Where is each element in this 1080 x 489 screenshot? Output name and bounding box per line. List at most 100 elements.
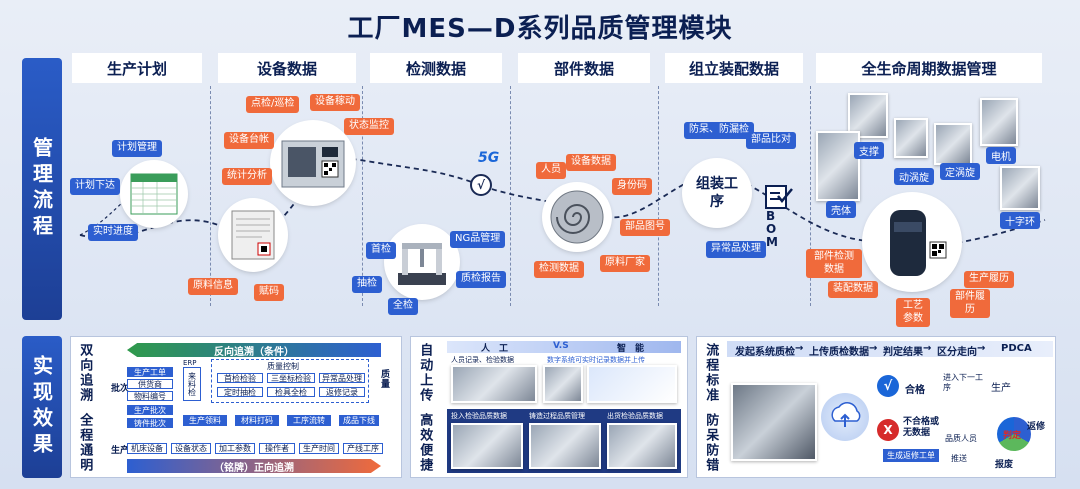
- photo-manual-record: [451, 365, 537, 403]
- tag-statistics: 统计分析: [222, 168, 272, 185]
- equipment-machine-image: [272, 122, 354, 204]
- label-scrap: 报废: [995, 460, 1014, 470]
- tag-equipment-ledger: 设备台帐: [224, 132, 274, 149]
- label-pass: 合格: [905, 385, 925, 396]
- col-divider: [210, 86, 211, 306]
- flow-step-pdca: PDCA: [1001, 343, 1032, 354]
- tag-ng-management: NG品管理: [450, 231, 506, 248]
- bottom-prod-time: 生产时间: [299, 443, 339, 454]
- material-label-icon: [231, 210, 275, 260]
- tag-equipment-data: 设备数据: [566, 154, 616, 171]
- qc-gauge-full: 检具全检: [267, 387, 315, 397]
- qc-group: [211, 359, 369, 403]
- label-efficient: 高效便捷: [417, 413, 433, 473]
- tag-sampling: 抽检: [352, 276, 382, 293]
- label-support: 支撑: [854, 142, 884, 159]
- plan-sheet-image: [122, 162, 186, 226]
- scroll-part-image: [544, 184, 610, 250]
- col-divider: [510, 86, 511, 306]
- compressor-image: [864, 194, 960, 290]
- col-head-assembly: 组立装配数据: [665, 53, 803, 83]
- tag-abnormal-handling: 异常品处理: [706, 241, 766, 258]
- bom-label: BOM: [766, 209, 778, 250]
- compressor-icon: [890, 210, 947, 276]
- sub-head-input: 投入检验品质数据: [451, 412, 507, 420]
- flow-header: [727, 341, 1053, 357]
- forward-trace-arrow: （铭牌）正向追溯: [127, 459, 381, 473]
- col-head-equipment: 设备数据: [218, 53, 356, 83]
- label-vs: V.S: [553, 341, 569, 351]
- label-motor: 电机: [986, 147, 1016, 164]
- tag-personnel: 人员: [536, 162, 566, 179]
- qc-first-check: 首检检验: [217, 373, 263, 383]
- bottom-line-process: 产线工序: [343, 443, 383, 454]
- qc-cmm-check: 三坐标检验: [267, 373, 315, 383]
- label-transparent: 全程通明: [77, 413, 93, 473]
- tag-coding: 赋码: [254, 284, 284, 301]
- tag-identity-code: 身份码: [612, 178, 652, 195]
- label-push: 推送: [951, 454, 967, 463]
- label-fail: 不合格或无数据: [903, 417, 940, 438]
- label-process-standard: 流程标准: [703, 343, 719, 403]
- tag-part-history: 部件履历: [950, 289, 990, 318]
- tag-status-monitor: 状态监控: [344, 118, 394, 135]
- label-fixed-scroll: 定涡旋: [940, 163, 980, 180]
- tag-first-inspection: 首检: [366, 242, 396, 259]
- col-divider: [810, 86, 811, 306]
- bottom-operator: 操作者: [259, 443, 295, 454]
- col-head-inspection: 检测数据: [370, 53, 502, 83]
- label-smart: 智 能: [617, 344, 645, 354]
- tag-plan-progress: 实时进度: [88, 224, 138, 241]
- tag-plan-management: 计划管理: [112, 140, 162, 157]
- cnc-machine-icon: [281, 140, 345, 188]
- flow-arrow: →: [795, 343, 804, 354]
- photo-input-parts: [451, 423, 523, 469]
- label-bidirectional: 双向追溯: [77, 343, 93, 403]
- tag-process-params: 工艺参数: [896, 298, 930, 327]
- item-cast-batch: 铸件批次: [127, 418, 173, 428]
- item-supplier: 供货商: [127, 379, 173, 389]
- col-head-plan: 生产计划: [72, 53, 202, 83]
- check-node-icon: √: [470, 174, 492, 196]
- label-next-step: 进入下一工序: [943, 373, 983, 392]
- spreadsheet-icon: [130, 173, 178, 215]
- label-smart-sub: 数字系统可实时记录数据并上传: [547, 356, 645, 364]
- tag-part-inspection-data: 部件检测数据: [806, 249, 862, 278]
- flow-material-code: 材料打码: [235, 415, 279, 426]
- cmm-machine-image: [386, 226, 458, 298]
- flow-step-judge: 判定结果: [883, 347, 923, 358]
- sub-head-casting: 铸造过程品质管理: [529, 412, 585, 420]
- flow-process-transfer: 工序流转: [287, 415, 331, 426]
- panel-traceability: 双向追溯 全程通明 反向追溯（条件） （铭牌）正向追溯 批次 生产 质量 生产工…: [70, 336, 402, 478]
- col-head-parts: 部件数据: [518, 53, 650, 83]
- label-repair: 返修: [1027, 422, 1046, 432]
- qc-label: 质量控制: [267, 362, 299, 371]
- label-auto-upload: 自动上传: [417, 343, 433, 403]
- row-label-batch: 批次: [111, 384, 130, 394]
- bottom-equip-status: 设备状态: [171, 443, 211, 454]
- tag-raw-material: 原料信息: [188, 278, 238, 295]
- bom-checklist-icon: [764, 184, 794, 210]
- photo-orbiting-scroll: [894, 118, 928, 158]
- 5g-icon: 5G: [478, 150, 500, 166]
- qc-repair-record: 返修记录: [319, 387, 365, 397]
- tag-part-drawing-no: 部品图号: [620, 219, 670, 236]
- col-divider: [362, 86, 363, 306]
- photo-oldham-ring: [1000, 166, 1040, 210]
- tag-material-supplier: 原料厂家: [600, 255, 650, 272]
- flow-finished-offline: 成品下线: [339, 415, 379, 426]
- bottom-machine: 机床设备: [127, 443, 167, 454]
- side-tab-results: 实现效果: [22, 336, 62, 478]
- label-orbiting-scroll: 动涡旋: [894, 168, 934, 185]
- item-work-order: 生产工单: [127, 367, 173, 377]
- flow-step-route: 区分走向: [937, 347, 977, 358]
- flow-step-initiate: 发起系统质检: [735, 347, 795, 358]
- row-label-quality: 质量: [381, 370, 391, 390]
- flow-step-upload: 上传质检数据: [809, 347, 869, 358]
- erp-label: ERP: [183, 359, 197, 367]
- tag-assembly-data: 装配数据: [828, 281, 878, 298]
- panel-auto-upload: 自动上传 高效便捷 人 工 V.S 智 能 人员记录、检验数据 数字系统可实时记…: [410, 336, 688, 478]
- tag-equipment-utilization: 设备稼动: [310, 94, 360, 111]
- sub-head-shipping: 出货检验品质数据: [607, 412, 663, 420]
- row-label-production: 生产: [111, 446, 130, 456]
